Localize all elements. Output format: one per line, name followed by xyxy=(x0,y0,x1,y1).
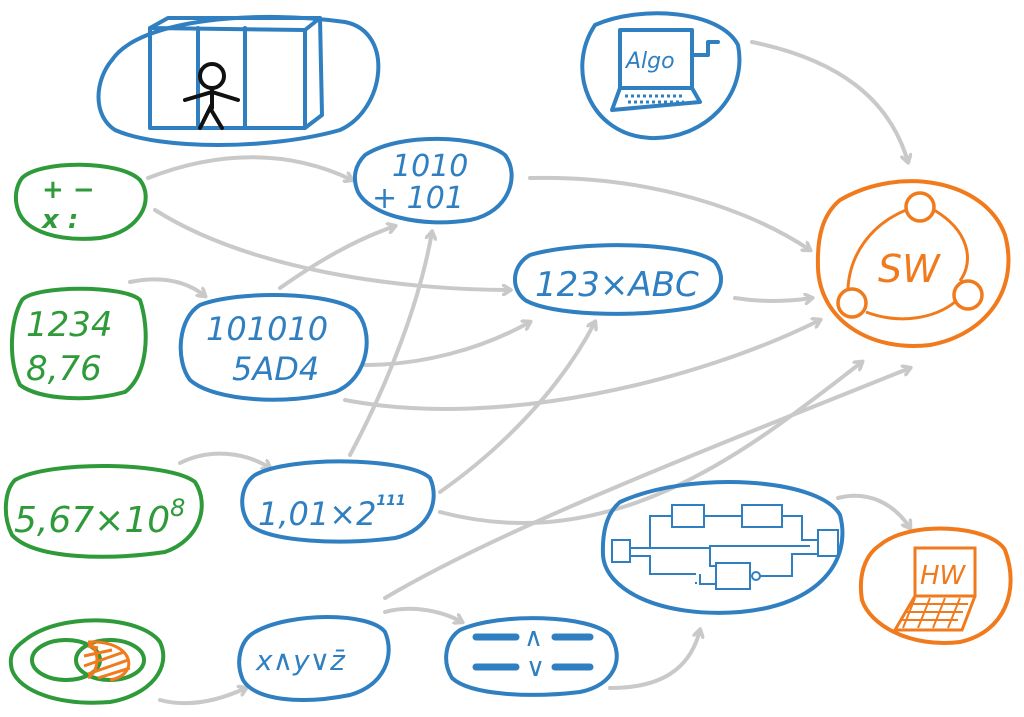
circuit-diagram-icon xyxy=(611,504,839,590)
sci-text: 5,67×108 xyxy=(14,494,185,541)
arrow-logic-to-sw xyxy=(383,368,910,600)
float-mantissa: 1,01×2 xyxy=(258,495,376,533)
arrow-numbers-to-binhex xyxy=(128,277,205,296)
numbers-line1: 1234 xyxy=(26,305,113,345)
arrow-ops-to-encode xyxy=(153,208,510,290)
arrow-encode-to-sw xyxy=(733,298,812,301)
algo-node: Algo xyxy=(580,11,742,141)
hw-label: HW xyxy=(920,561,967,591)
arith-line2: x : xyxy=(40,205,78,235)
arrow-logic-to-gates xyxy=(383,606,462,622)
arrow-binhex-to-encode xyxy=(363,322,530,367)
arrow-ops-to-binary-add xyxy=(146,155,352,180)
bin-hex-line1: 101010 xyxy=(206,310,328,348)
binary-add-line1: 1010 xyxy=(392,149,468,184)
float-text: 1,01×2111 xyxy=(258,493,406,533)
encode-label: 123×ABC xyxy=(535,265,699,305)
arrow-circuit-to-hw xyxy=(836,493,910,528)
person-box-node xyxy=(96,14,381,147)
gate-or: ∨ xyxy=(526,653,545,683)
venn-node xyxy=(8,618,166,705)
sci-node: 5,67×108 xyxy=(3,464,204,559)
bin-hex-line2: 5AD4 xyxy=(232,350,319,388)
logic-node: x∧y∨z̄ xyxy=(237,615,391,702)
arith-line1: + − xyxy=(42,175,95,205)
binary-add-line2: + 101 xyxy=(372,181,464,216)
person-icon xyxy=(183,62,240,130)
sw-label: SW xyxy=(878,247,941,291)
gate-and: ∧ xyxy=(524,623,543,653)
numbers-line2: 8,76 xyxy=(26,349,102,389)
arrow-add-to-sw xyxy=(528,175,810,250)
arrow-gates-to-circuit xyxy=(608,630,700,690)
arrow-sci-to-float xyxy=(178,451,270,468)
algo-label: Algo xyxy=(624,49,675,74)
arith-ops-node: + − x : xyxy=(13,162,148,241)
arrow-binhex-to-add xyxy=(278,226,395,290)
numbers-node: 1234 8,76 xyxy=(10,286,148,401)
float-node: 1,01×2111 xyxy=(240,459,436,544)
encode-node: 123×ABC xyxy=(513,243,723,316)
binary-add-node: 1010 + 101 xyxy=(352,136,514,225)
bin-hex-node: 101010 5AD4 xyxy=(178,292,369,402)
venn-diagram-icon xyxy=(30,638,146,682)
arrow-binhex-to-sw xyxy=(343,320,820,411)
arrow-float-to-encode xyxy=(438,322,595,494)
gates-node: ∧ ∨ xyxy=(444,616,619,697)
laptop-icon xyxy=(892,546,977,632)
float-exp: 111 xyxy=(376,493,405,509)
arrow-algo-to-sw xyxy=(750,40,908,162)
arrow-float-to-add xyxy=(348,232,432,457)
hw-node: HW xyxy=(858,526,1013,645)
logic-label: x∧y∨z̄ xyxy=(255,644,346,677)
sw-node: SW xyxy=(815,179,1011,348)
circuit-node xyxy=(600,480,845,615)
arrow-venn-to-logic xyxy=(158,688,246,706)
arrows xyxy=(128,40,910,706)
sci-mantissa: 5,67×10 xyxy=(14,500,170,541)
sci-exp: 8 xyxy=(170,494,185,522)
